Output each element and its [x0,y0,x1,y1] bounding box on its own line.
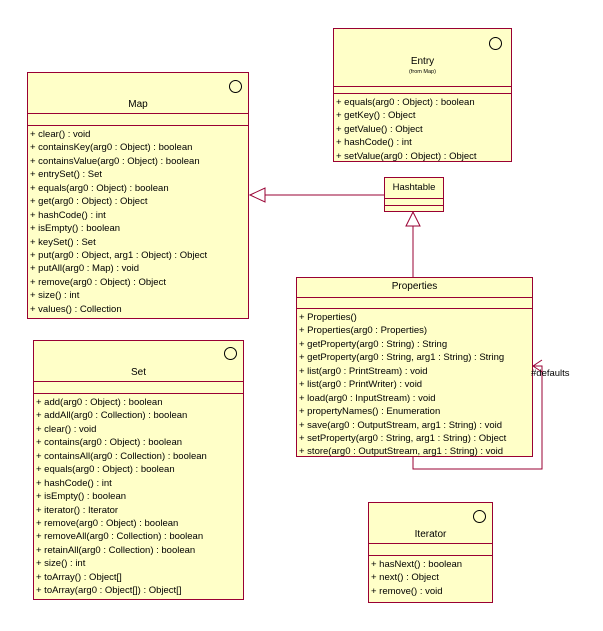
operation: + hasNext() : boolean [371,559,463,570]
iterator-attributes-compartment [369,544,492,556]
operation: + toArray() : Object[] [36,571,122,583]
properties-class-name: Properties [391,281,438,292]
operation: + toArray(arg0 : Object[]) : Object[] [36,585,182,597]
interface-icon [224,347,237,360]
hashtable-class-header: Hashtable [385,178,443,199]
operation: + propertyNames() : Enumeration [299,406,441,418]
entry-class-name: Entry [410,56,435,67]
iterator-operations: + hasNext() : boolean + next() : Object … [369,556,492,598]
hashtable-class[interactable]: Hashtable [384,177,444,212]
operation: + containsKey(arg0 : Object) : boolean [30,142,193,154]
set-class-header: Set [34,341,243,382]
entry-class-header: Entry (from Map) [334,29,511,87]
operation: + list(arg0 : PrintWriter) : void [299,379,423,391]
hashtable-generalization-arrowhead [405,210,421,227]
entry-operations: + equals(arg0 : Object) : boolean + getK… [334,94,511,163]
operation: + containsValue(arg0 : Object) : boolean [30,155,200,167]
operation: + equals(arg0 : Object) : boolean [36,464,175,476]
interface-icon [473,510,486,523]
operation: + remove(arg0 : Object) : boolean [36,517,179,529]
operation: + getProperty(arg0 : String) : String [299,338,448,350]
properties-self-association [412,365,543,470]
map-class-header: Map [28,73,248,114]
map-attributes-compartment [28,114,248,126]
iterator-class[interactable]: Iterator + hasNext() : boolean + next() … [368,502,493,603]
operation: + addAll(arg0 : Collection) : boolean [36,410,188,422]
operation: + clear() : void [30,129,91,140]
operation: + entrySet() : Set [30,169,103,181]
operation: + hashCode() : int [36,477,112,489]
operation: + isEmpty() : boolean [36,491,127,503]
operation: + Properties(arg0 : Properties) [299,325,428,337]
entry-class[interactable]: Entry (from Map) + equals(arg0 : Object)… [333,28,512,162]
operation: + get(arg0 : Object) : Object [30,196,148,208]
set-class[interactable]: Set + add(arg0 : Object) : boolean + add… [33,340,244,600]
map-class-name: Map [128,99,148,110]
map-operations: + clear() : void + containsKey(arg0 : Ob… [28,126,248,316]
operation: + hashCode() : int [336,137,412,149]
operation: + setProperty(arg0 : String, arg1 : Stri… [299,432,507,444]
properties-attributes-compartment [297,298,532,309]
operation: + retainAll(arg0 : Collection) : boolean [36,544,196,556]
operation: + putAll(arg0 : Map) : void [30,263,140,275]
map-class[interactable]: Map + clear() : void + containsKey(arg0 … [27,72,249,319]
operation: + save(arg0 : OutputStream, arg1 : Strin… [299,419,503,431]
operation: + size() : int [36,558,86,570]
operation: + remove(arg0 : Object) : Object [30,276,166,288]
operation: + Properties() [299,312,357,323]
operation: + getValue() : Object [336,123,423,135]
map-generalization-arrowhead [248,187,266,203]
self-association-arrowhead [532,359,543,373]
operation: + iterator() : Iterator [36,504,119,516]
entry-attributes-compartment [334,87,511,94]
iterator-class-header: Iterator [369,503,492,544]
properties-operations: + Properties() + Properties(arg0 : Prope… [297,309,532,459]
operation: + hashCode() : int [30,209,106,221]
operation: + next() : Object [371,572,439,584]
operation: + setValue(arg0 : Object) : Object [336,150,477,162]
entry-class-package: (from Map) [409,69,436,75]
operation: + removeAll(arg0 : Collection) : boolean [36,531,204,543]
operation: + store(arg0 : OutputStream, arg1 : Stri… [299,446,504,458]
operation: + getProperty(arg0 : String, arg1 : Stri… [299,352,505,364]
operation: + getKey() : Object [336,110,416,122]
operation: + containsAll(arg0 : Collection) : boole… [36,450,207,462]
operation: + equals(arg0 : Object) : boolean [30,182,169,194]
properties-class-header: Properties [297,278,532,298]
operation: + load(arg0 : InputStream) : void [299,392,436,404]
interface-icon [489,37,502,50]
operation: + contains(arg0 : Object) : boolean [36,437,183,449]
operation: + list(arg0 : PrintStream) : void [299,365,428,377]
interface-icon [229,80,242,93]
operation: + equals(arg0 : Object) : boolean [336,97,475,108]
iterator-class-name: Iterator [414,529,447,540]
operation: + values() : Collection [30,303,122,315]
hashtable-attributes-compartment [385,199,443,206]
hashtable-class-name: Hashtable [392,182,436,193]
properties-class[interactable]: Properties + Properties() + Properties(a… [296,277,533,457]
operation: + clear() : void [36,423,97,435]
defaults-role-label: #defaults [531,368,570,379]
operation: + put(arg0 : Object, arg1 : Object) : Ob… [30,249,208,261]
operation: + keySet() : Set [30,236,96,248]
operation: + remove() : void [371,585,443,597]
set-class-name: Set [130,367,146,378]
operation: + size() : int [30,290,80,302]
set-attributes-compartment [34,382,243,394]
operation: + add(arg0 : Object) : boolean [36,397,163,408]
set-operations: + add(arg0 : Object) : boolean + addAll(… [34,394,243,598]
operation: + isEmpty() : boolean [30,223,121,235]
